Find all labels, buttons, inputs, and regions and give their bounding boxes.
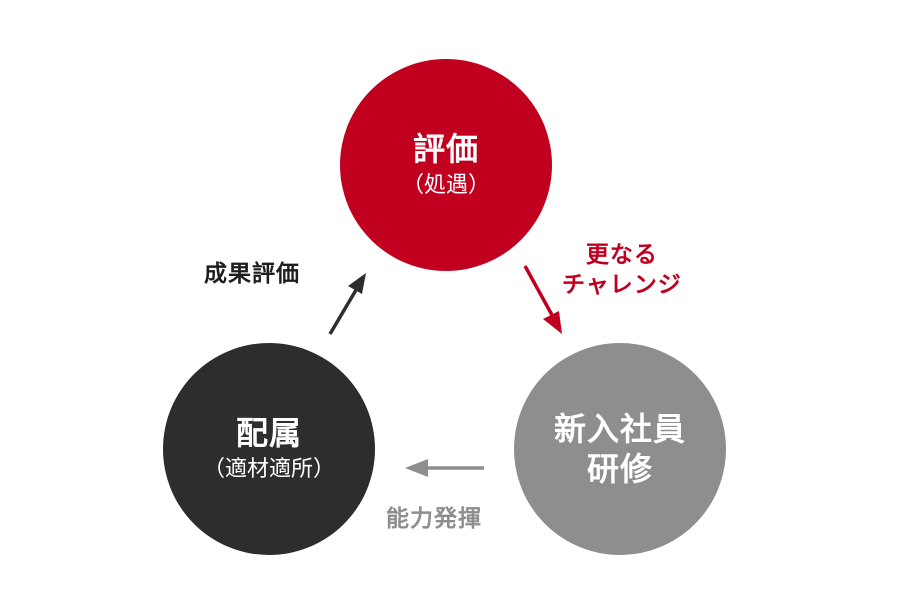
edge-label-further-challenge: 更なる チャレンジ	[562, 240, 682, 300]
edge-label-challenge-line1: 更なる	[585, 242, 658, 268]
training-title-line2: 研修	[586, 450, 653, 488]
arrow-training-to-assignment	[405, 459, 484, 477]
edge-label-results-evaluation: 成果評価	[204, 261, 300, 287]
evaluation-node: 評価 （処遇）	[340, 59, 552, 271]
edge-label-challenge-line2: チャレンジ	[562, 272, 682, 298]
arrow-assignment-to-evaluation	[328, 273, 366, 335]
assignment-title: 配属	[235, 414, 302, 452]
training-title-line1: 新入社員	[553, 410, 686, 448]
evaluation-title: 評価	[412, 130, 479, 168]
edge-label-ability: 能力発揮	[386, 506, 482, 532]
training-node: 新入社員 研修	[514, 343, 726, 555]
arrow-evaluation-to-training	[523, 265, 562, 334]
assignment-subtitle: （適材適所）	[202, 457, 335, 482]
evaluation-subtitle: （処遇）	[401, 173, 490, 198]
assignment-node: 配属 （適材適所）	[163, 343, 375, 555]
